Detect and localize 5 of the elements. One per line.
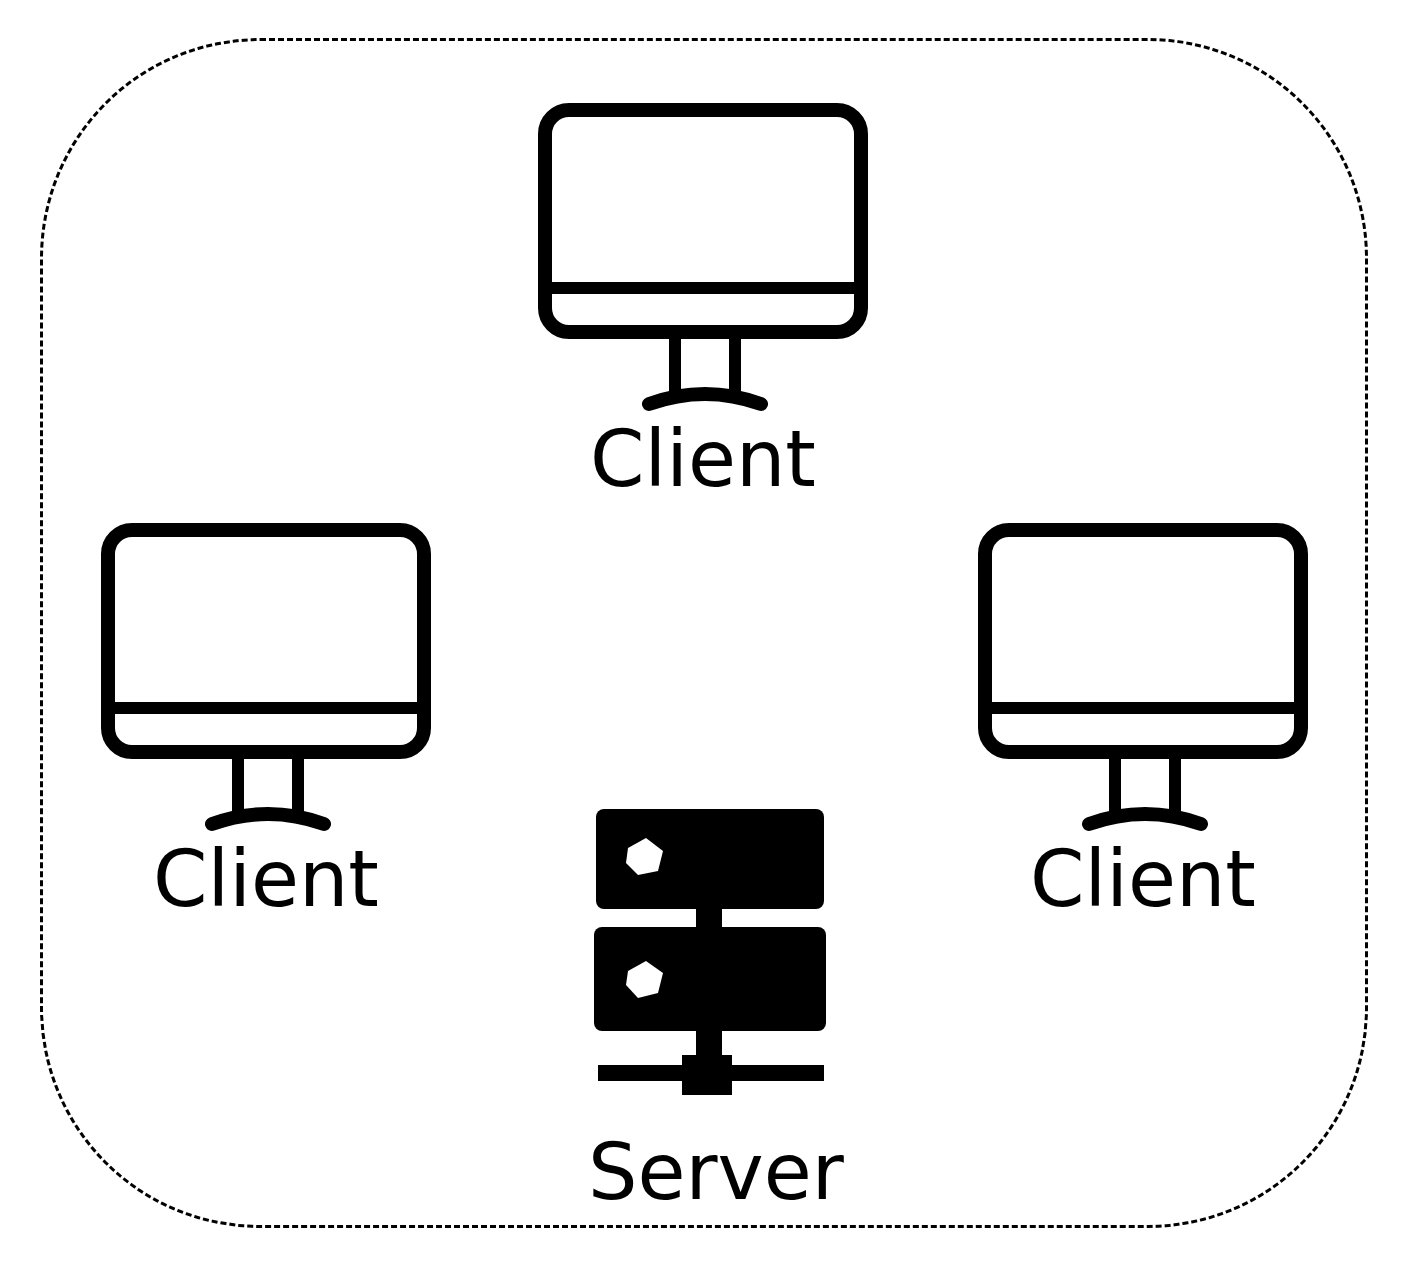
node-label: Client <box>590 420 816 498</box>
dashed-boundary <box>40 38 1368 1228</box>
node-label: Client <box>153 840 379 918</box>
node-label: Client <box>1030 840 1256 918</box>
node-label: Server <box>588 1133 844 1211</box>
